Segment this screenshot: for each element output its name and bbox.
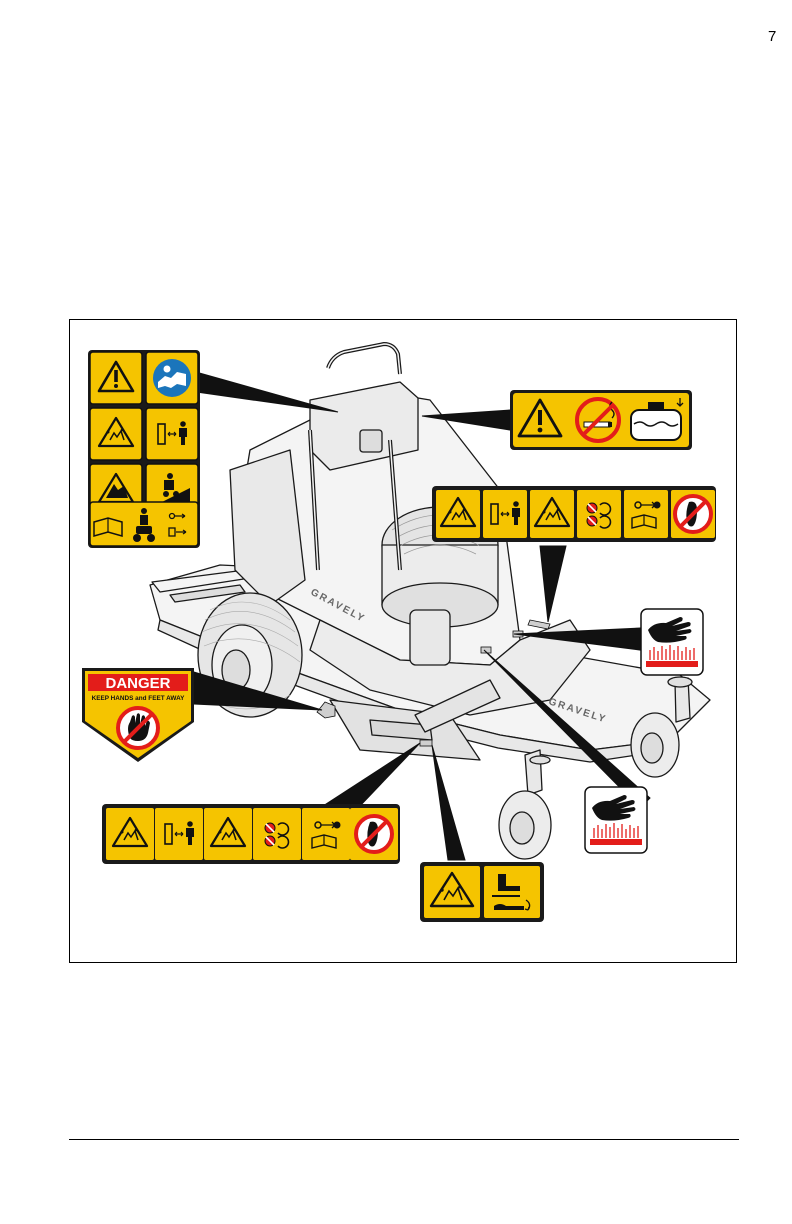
deck-safety-strip-rear xyxy=(432,486,716,542)
read-manual-icon xyxy=(153,359,191,397)
operator-safety-decal xyxy=(88,350,200,548)
hot-surface-decal-lower xyxy=(585,787,647,853)
hot-surface-decal-upper xyxy=(641,609,703,675)
no-step-icon xyxy=(356,816,392,852)
hand-prohibited-icon xyxy=(118,708,158,748)
footer-rule xyxy=(69,1139,739,1140)
decal-location-figure: GRAVELY GRAVELY xyxy=(69,319,737,963)
page-number: 7 xyxy=(768,28,776,45)
danger-signal-word: DANGER xyxy=(105,675,170,692)
deck-safety-strip-front xyxy=(102,804,400,864)
danger-message: KEEP HANDS and FEET AWAY xyxy=(92,695,186,702)
no-step-icon xyxy=(675,496,711,532)
decal-diagram: GRAVELY GRAVELY xyxy=(70,320,738,964)
foot-hazard-decal xyxy=(420,862,544,922)
danger-decal: DANGER KEEP HANDS and FEET AWAY xyxy=(82,668,194,762)
fuel-warning-decal xyxy=(510,390,692,450)
